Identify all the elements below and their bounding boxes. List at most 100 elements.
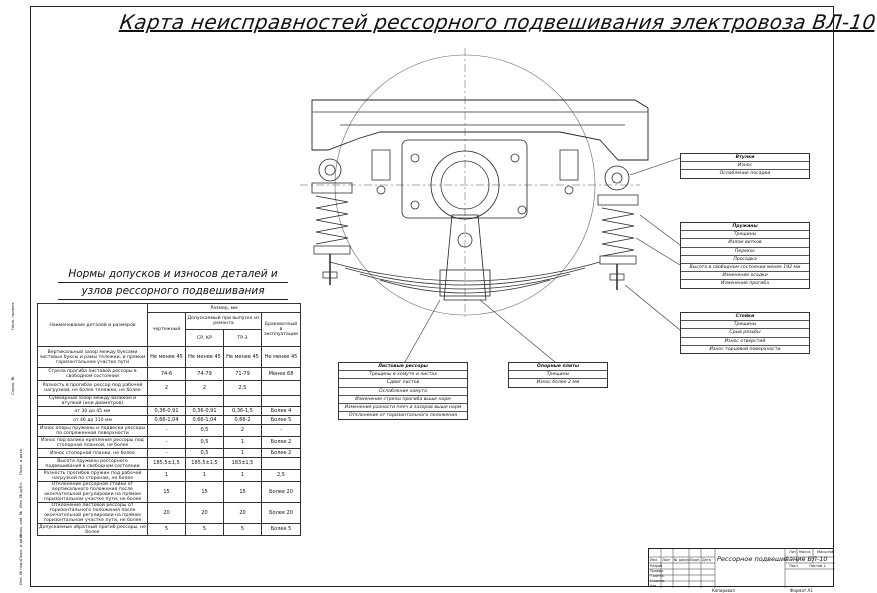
stamp-role-label: Т.контр. <box>650 574 665 578</box>
value-cell: 74-79 <box>185 367 224 381</box>
suspension-drawing <box>300 48 681 363</box>
callout-item: Перекос <box>681 248 809 256</box>
table-row: Отклонение листовой рессоры от горизонта… <box>37 502 302 524</box>
value-cell: 15 <box>223 481 262 503</box>
callout-item: Сдвиг листов <box>339 379 467 388</box>
callout-title: Стойки <box>681 313 809 322</box>
stamp-col-label: Лист <box>662 558 671 562</box>
bracket <box>559 149 579 181</box>
table-row: Стрела прогиба листовой рессоры в свобод… <box>37 367 302 381</box>
value-cell: Менее 68 <box>260 367 302 381</box>
value-cell: 1 <box>223 448 262 458</box>
leader-springs-1 <box>639 214 681 246</box>
leader-supports <box>479 299 556 363</box>
value-cell <box>260 457 302 470</box>
value-cell: 185,5±1,5 <box>147 457 186 470</box>
table-row: Износ опоры пружины и подвески рессоры п… <box>37 424 302 437</box>
right-spring-base <box>599 255 637 265</box>
value-cell: 15 <box>147 481 186 503</box>
param-cell: Суммарный зазор между валиком и втулкой … <box>37 395 148 407</box>
value-cell: 1 <box>223 436 262 449</box>
param-cell: от 30 до 45 мм <box>37 406 148 416</box>
value-cell: 0,5 <box>185 448 224 458</box>
bracket <box>371 149 391 181</box>
leader-bushings <box>629 157 681 176</box>
value-cell: 1 <box>223 469 262 482</box>
value-cell: Более 2 <box>260 448 302 458</box>
header-tr3: ТР-3 <box>223 329 262 347</box>
value-cell <box>223 395 262 407</box>
header-sr: СР, КР <box>185 329 224 347</box>
callout-item: Трещины <box>681 321 809 330</box>
value-cell: Более 20 <box>260 502 302 524</box>
value-cell: 5 <box>223 523 262 536</box>
value-cell: 20 <box>223 502 262 524</box>
value-cell: Более 5 <box>260 523 302 536</box>
leaf-spring-1 <box>329 261 601 282</box>
table-row: Отклонение рессорной стойки от вертикаль… <box>37 481 302 503</box>
value-cell: 15 <box>185 481 224 503</box>
tolerance-table: Наименование деталей и размеров Размер, … <box>37 303 302 536</box>
box-bolt <box>410 153 420 163</box>
value-cell: 20 <box>185 502 224 524</box>
value-cell: Не менее 45 <box>260 346 302 368</box>
bracket-bolt <box>564 185 574 195</box>
value-cell: 5 <box>147 523 186 536</box>
param-cell: Отклонение рессорной стойки от вертикаль… <box>37 481 148 503</box>
callout-item: Износ более 2 мм <box>536 380 580 386</box>
value-cell: 183±1,5 <box>223 457 262 470</box>
leader-springs-2 <box>635 237 681 266</box>
norms-heading-line: узлов рессорного подвешивания <box>58 283 288 300</box>
value-cell: 0,36-0,91 <box>147 406 186 416</box>
stamp-sheets: Листов 1 <box>809 564 826 568</box>
callout-item: Трещины <box>509 371 607 380</box>
stamp-scale: Масштаб <box>817 550 835 554</box>
leader-hangers <box>624 284 681 331</box>
norms-heading-line: Нормы допусков и износов деталей и <box>58 266 288 283</box>
value-cell: 0,5 <box>185 436 224 449</box>
table-row: Вертикальный зазор между буксами чистовы… <box>37 346 302 368</box>
table-row: Суммарный зазор между валиком и втулкой … <box>37 395 302 407</box>
title-block-grid <box>649 549 835 588</box>
header-drawing: чертежный <box>147 312 186 347</box>
stamp-role-label: Разраб. <box>650 564 664 568</box>
title-block: Рессорное подвешивание ВЛ-10 Лит. Масса … <box>648 548 835 588</box>
side-label: Перв. примен. <box>10 301 15 330</box>
leaf-spring-3 <box>359 273 571 290</box>
drawing-frame <box>30 6 834 587</box>
value-cell: 0,66-2 <box>223 415 262 425</box>
box-bolt <box>410 200 420 210</box>
leader-leaf-springs <box>404 299 441 363</box>
value-cell: - <box>260 424 302 437</box>
right-nut <box>609 273 625 281</box>
stamp-lit: Лит. <box>789 550 798 554</box>
value-cell: - <box>147 448 186 458</box>
callout-item: Изменение осадки <box>681 272 809 281</box>
right-bushing <box>604 165 630 191</box>
leaf-spring-clamp <box>439 269 491 297</box>
param-cell: Разность прогибов пружин под рабочей наг… <box>37 469 148 482</box>
callout-title: Опорные плиты <box>509 363 607 372</box>
param-cell: Износ под валика крепления рессоры под с… <box>37 436 148 449</box>
callout-item: Изменение разности плеч и зазоров выше н… <box>339 404 467 413</box>
right-coil-spring <box>601 207 635 257</box>
stamp-role-label: Н.контр. <box>650 579 666 583</box>
header-allowed: Допускаемый при выпуске из ремонта <box>185 312 262 330</box>
side-label: Взам. инв. № <box>18 511 23 537</box>
callout-item: Трещины <box>681 231 809 240</box>
hanger-pin <box>457 232 473 248</box>
table-row: Разность прогибов пружин под рабочей наг… <box>37 469 302 482</box>
table-row: Допускаемые обратный прогиб рессоры, не … <box>37 523 302 536</box>
value-cell: 2 <box>223 424 262 437</box>
leaf-spring-4 <box>379 279 551 294</box>
left-nut <box>322 271 338 279</box>
callout-title: Пружины <box>681 223 809 232</box>
value-cell <box>260 380 302 396</box>
left-bushing <box>318 158 342 182</box>
axle-hub-inner <box>440 160 490 210</box>
box-bolt <box>510 153 520 163</box>
axle-box <box>401 139 528 219</box>
side-label: Инв. № дубл. <box>18 482 23 508</box>
